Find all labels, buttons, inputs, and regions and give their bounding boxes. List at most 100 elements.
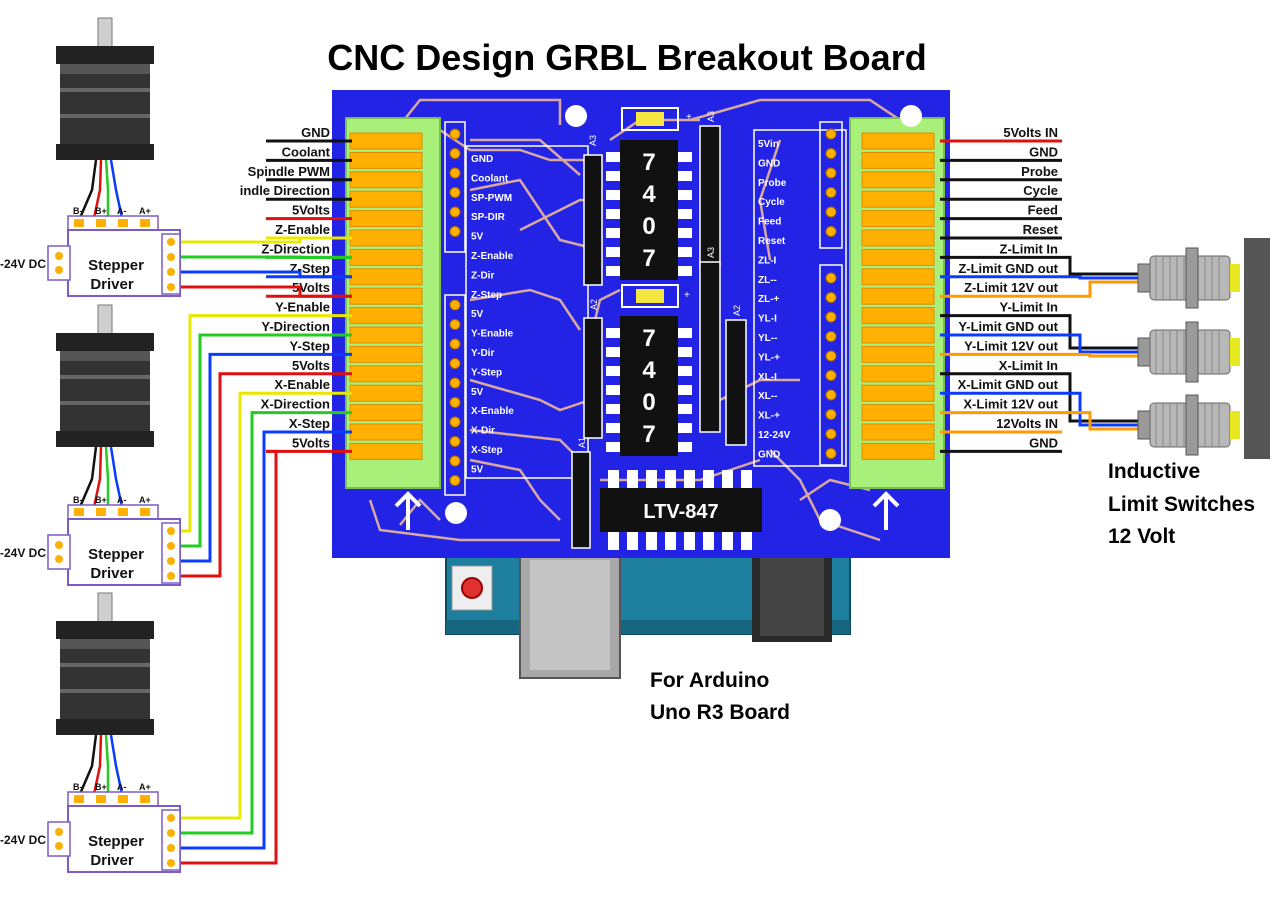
driver-label: Driver (90, 565, 134, 582)
left-terminal-label: Spindle PWM (248, 164, 330, 179)
right-terminal-label: GND (1029, 144, 1058, 159)
terminal-pad (861, 365, 935, 383)
silk-label: ZL-- (758, 275, 777, 286)
silk-label: Y-Dir (471, 348, 494, 359)
terminal-pad (861, 384, 935, 402)
mount-hole-4 (819, 509, 841, 531)
terminal-pad (349, 384, 423, 402)
left-terminal-label: X-Step (289, 416, 330, 431)
switch-caption-line3: 12 Volt (1108, 525, 1175, 548)
right-terminal-label: X-Limit In (999, 358, 1058, 373)
driver-pin-label: B+ (95, 782, 107, 792)
terminal-pad (861, 268, 935, 286)
silk-label: 5V (471, 232, 484, 243)
left-terminal-label: Y-Direction (261, 319, 330, 334)
silk-label: Z-Step (471, 290, 502, 301)
driver-power-label: -24V DC (0, 257, 46, 271)
right-terminal-label: Cycle (1023, 183, 1058, 198)
driver-pin-label: A+ (139, 782, 151, 792)
terminal-pad (861, 423, 935, 441)
silk-label: ZL-+ (758, 294, 780, 305)
chip-digit: 4 (642, 181, 656, 208)
terminal-pad (861, 345, 935, 363)
svg-text:LTV-847: LTV-847 (643, 501, 718, 523)
right-terminal-label: Y-Limit In (1000, 300, 1059, 315)
arrow-icon (394, 491, 422, 530)
mount-hole-1 (565, 105, 587, 127)
left-terminal-label: Y-Step (290, 338, 331, 353)
silk-label: X-Dir (471, 426, 495, 437)
driver-pin-label: B+ (95, 495, 107, 505)
right-terminal-label: Z-Limit 12V out (964, 280, 1059, 295)
driver-label: Driver (90, 276, 134, 293)
driver-pin-label: A- (117, 206, 127, 216)
driver-wire (175, 411, 266, 835)
terminal-pad (349, 307, 423, 325)
chip-ltv-847: LTV-847 (600, 470, 762, 550)
chip-digit: 4 (642, 357, 656, 384)
terminal-pad (861, 248, 935, 266)
silk-label: 5V (471, 387, 484, 398)
driver-pin-label: B- (73, 495, 83, 505)
silk-label: X-Enable (471, 406, 514, 417)
proximity-sensor-icon (1137, 312, 1270, 386)
arduino-caption-line1: For Arduino (650, 669, 769, 692)
terminal-pad (861, 151, 935, 169)
resistor-array-1: A3 (583, 135, 603, 286)
arduino-board (445, 547, 851, 679)
left-terminal-label: indle Direction (240, 183, 330, 198)
chip-digit: 7 (642, 245, 655, 272)
svg-text:+: + (684, 290, 690, 301)
left-terminal-label: Y-Enable (275, 300, 330, 315)
switch-wire (1062, 255, 1140, 276)
driver-pin-label: A+ (139, 495, 151, 505)
driver-wire (175, 314, 266, 533)
switch-wire (1062, 391, 1140, 427)
svg-text:A3: A3 (588, 135, 598, 146)
svg-text:+: + (686, 112, 692, 123)
proximity-sensor-icon (1137, 385, 1270, 459)
driver-label: Stepper (88, 833, 144, 850)
left-terminal-label: Z-Enable (275, 222, 330, 237)
silk-label: SP-PWM (471, 193, 512, 204)
svg-text:A2: A2 (732, 305, 742, 316)
stepper-motor-icon (56, 592, 154, 795)
resistor-array-2: A2 (583, 299, 603, 439)
arrow-icon (872, 491, 900, 530)
svg-text:A2: A2 (589, 299, 599, 310)
left-terminal-label: Z-Direction (261, 241, 330, 256)
capacitor-mid: + (621, 284, 690, 308)
driver-wire (175, 391, 266, 820)
stepper-driver-wires (175, 236, 352, 865)
silk-label: XL-+ (758, 411, 780, 422)
right-terminal-label: Reset (1023, 222, 1059, 237)
capacitor-top: + (621, 107, 692, 131)
terminal-pad (349, 229, 423, 247)
resistor-array-6: A1 (571, 437, 591, 549)
terminal-pad (349, 326, 423, 344)
silk-label: GND (758, 449, 780, 460)
silk-label: X-Step (471, 445, 503, 456)
left-terminal-block (345, 117, 441, 489)
right-terminal-label: Feed (1028, 203, 1058, 218)
terminal-pad (349, 423, 423, 441)
switch-wire (1062, 352, 1140, 358)
silk-box-left (465, 145, 589, 479)
switch-caption-line1: Inductive (1108, 460, 1200, 483)
chip-digit: 0 (642, 389, 655, 416)
terminal-pad (861, 229, 935, 247)
right-header-pins (819, 121, 843, 466)
terminal-pad (349, 210, 423, 228)
left-terminal-label: GND (301, 125, 330, 140)
terminal-pad (349, 442, 423, 460)
left-terminal-label: 5Volts (292, 435, 330, 450)
terminal-pad (861, 132, 935, 150)
driver-wire (175, 285, 352, 298)
right-terminal-label: 12Volts IN (996, 416, 1058, 431)
terminal-pad (349, 404, 423, 422)
silk-label: Feed (758, 217, 781, 228)
